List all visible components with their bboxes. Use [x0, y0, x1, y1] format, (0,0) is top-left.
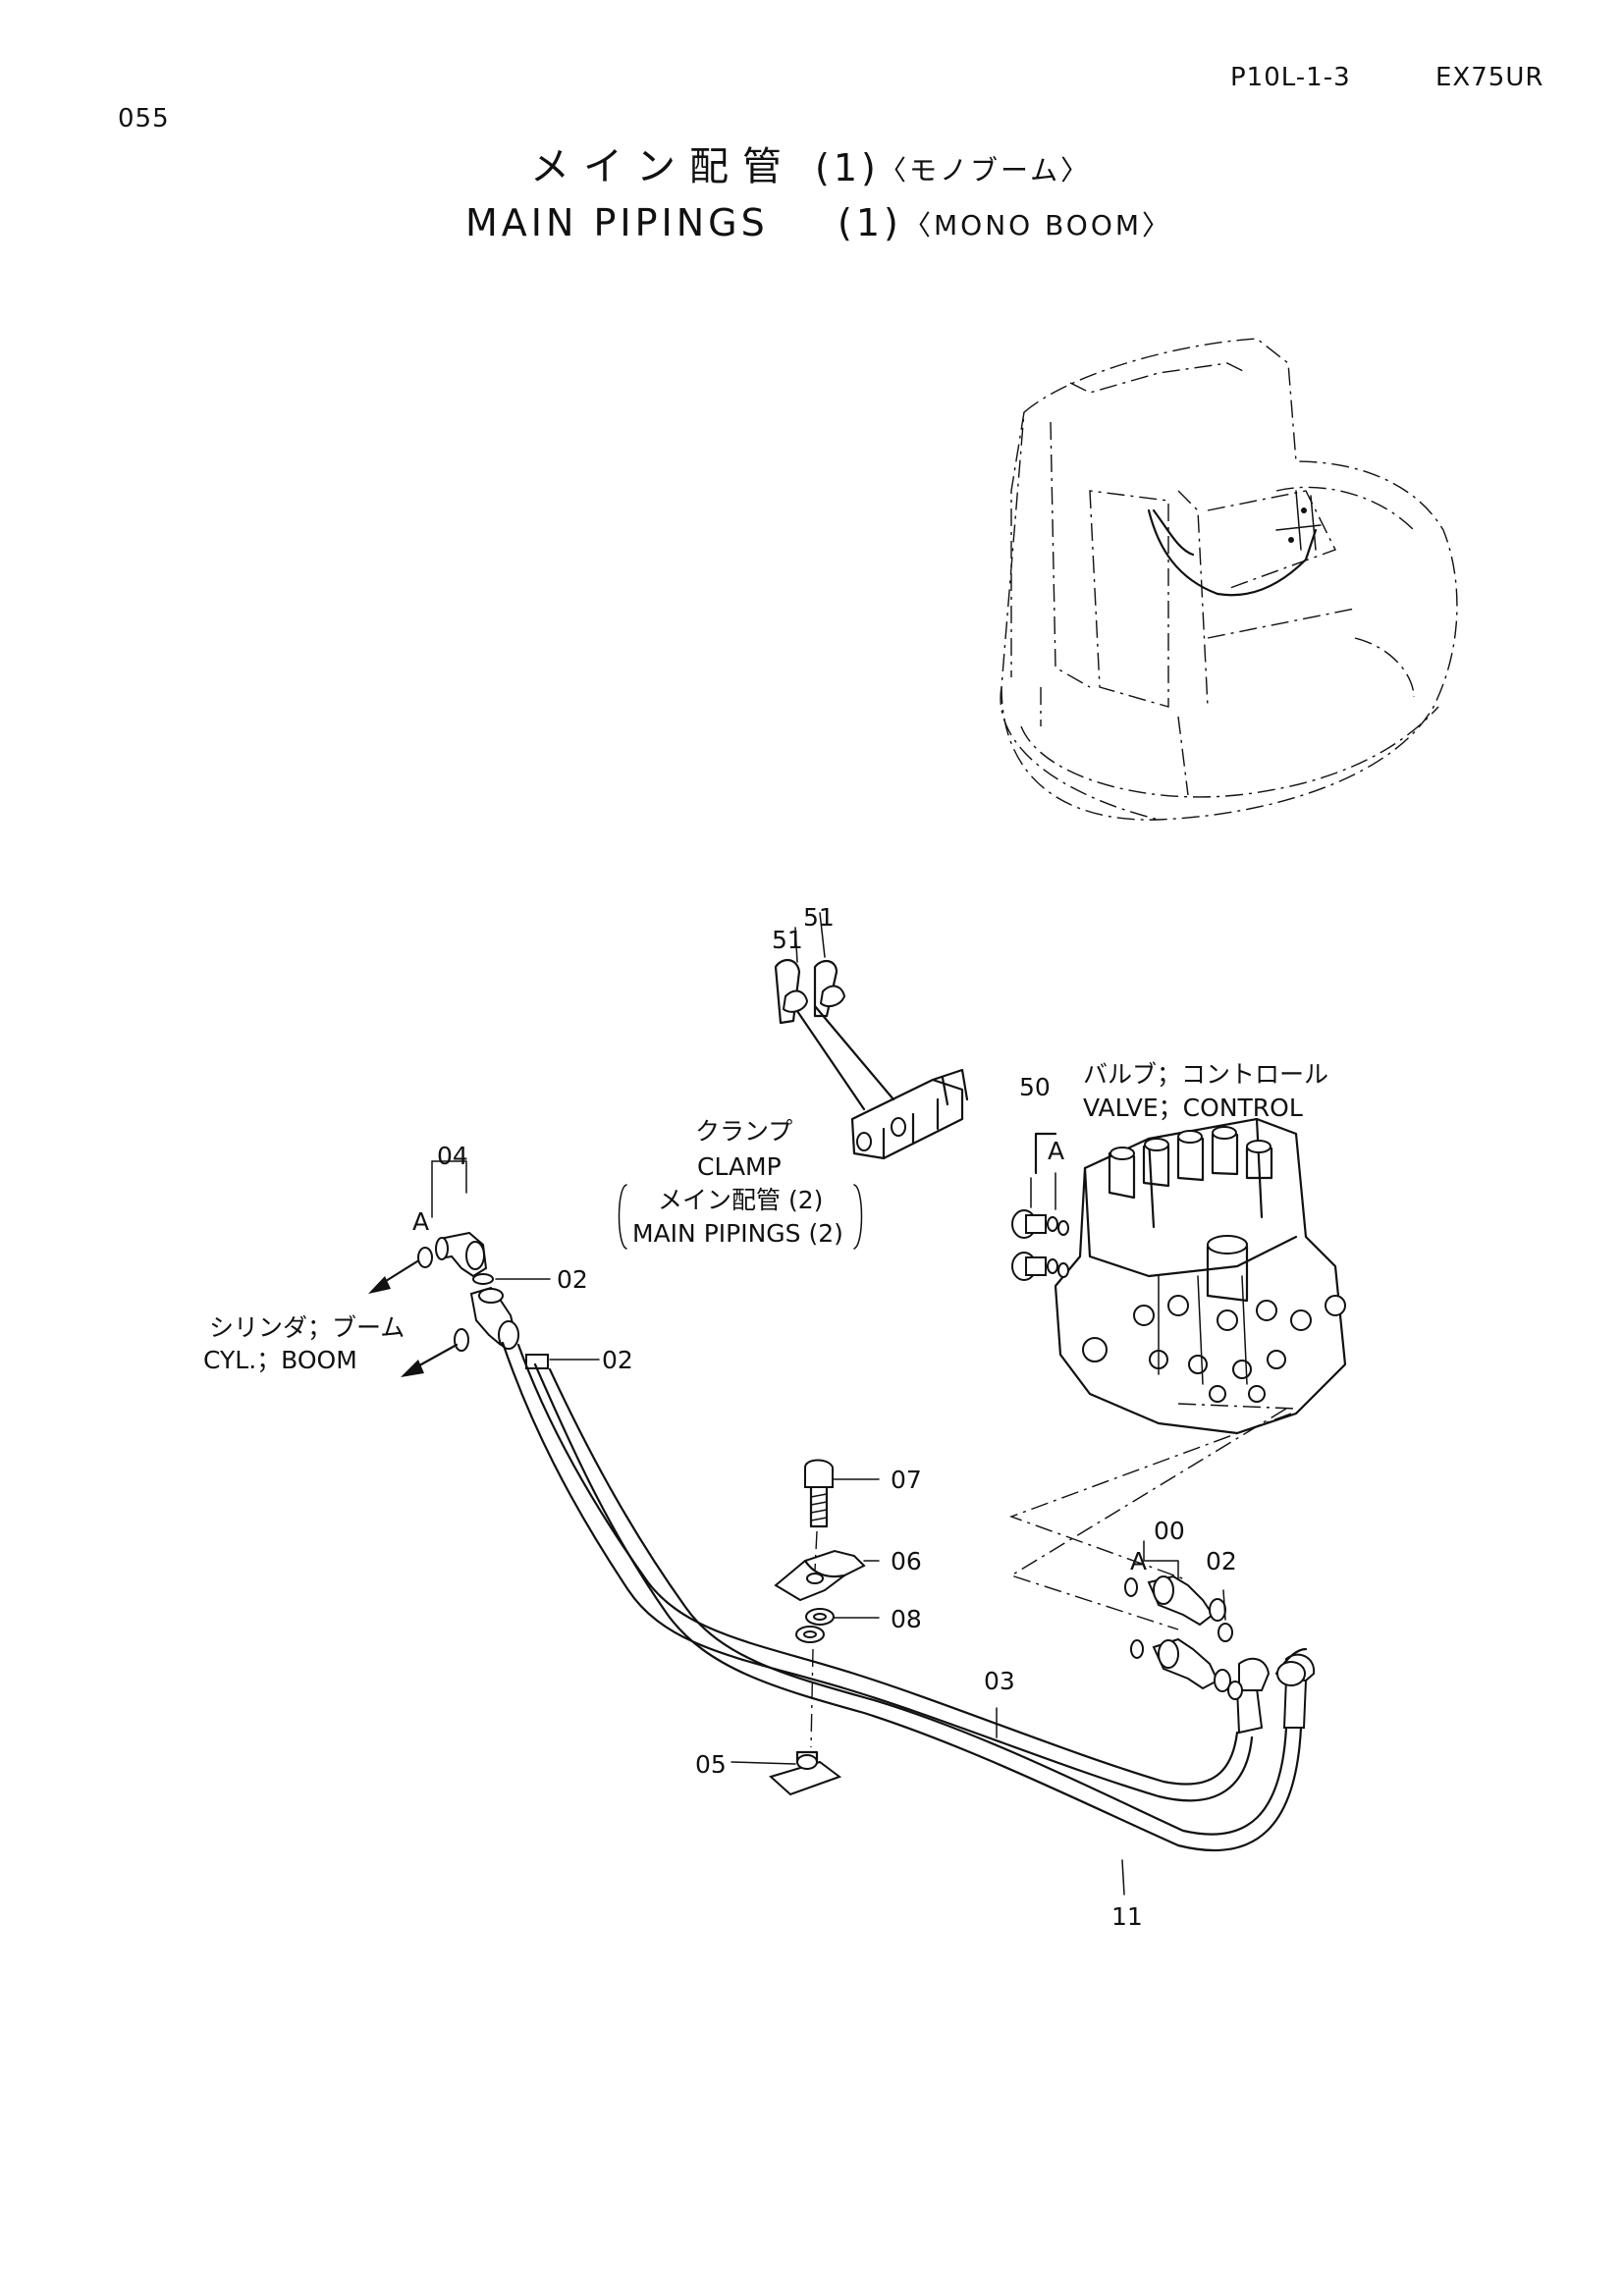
model-number: EX75UR: [1435, 63, 1544, 92]
cylinder-label-en: CYL.；BOOM: [203, 1346, 357, 1374]
clamp-51-illustration: [774, 912, 969, 1160]
main-pipings-bracket: [618, 1184, 863, 1250]
part-number-05: 05: [695, 1750, 727, 1779]
title-en-main: MAIN PIPINGS: [465, 201, 769, 244]
part-number-02-lower: 02: [602, 1346, 633, 1374]
excavator-overview-illustration: [1000, 338, 1458, 821]
bolt-clamp-assembly-illustration: [730, 1459, 880, 1796]
mark-a-00: A: [1130, 1547, 1148, 1575]
part-number-04: 04: [437, 1142, 468, 1170]
title-jp-subtitle: 〈モノブーム〉: [879, 154, 1092, 187]
elbow-04-illustration: [368, 1160, 488, 1377]
hoses-03-11-illustration: [501, 1341, 1316, 1896]
title-jp-main: メイン配管: [530, 144, 795, 189]
part-number-50: 50: [1019, 1073, 1051, 1101]
part-number-51-right: 51: [803, 903, 835, 932]
title-jp-number: (1): [815, 146, 880, 189]
part-number-03: 03: [984, 1667, 1015, 1695]
main-pipings-2-label-jp: メイン配管 (2): [658, 1186, 824, 1214]
cylinder-label-jp: シリンダ；ブーム: [209, 1313, 406, 1342]
part-number-11: 11: [1111, 1902, 1143, 1931]
plug-50-illustration: [1011, 1132, 1069, 1281]
part-number-02-upper: 02: [557, 1265, 588, 1294]
valve-label-jp: バルブ；コントロール: [1083, 1060, 1329, 1089]
valve-label-en: VALVE；CONTROL: [1083, 1094, 1303, 1122]
part-number-00: 00: [1154, 1517, 1185, 1545]
page-number: 055: [118, 104, 170, 133]
main-pipings-2-label-en: MAIN PIPINGS (2): [632, 1219, 843, 1248]
mark-a-50: A: [1048, 1137, 1065, 1165]
part-number-07: 07: [891, 1466, 922, 1494]
title-en-subtitle: 〈MONO BOOM〉: [903, 209, 1173, 241]
page-code: P10L-1-3: [1230, 63, 1351, 92]
fittings-02-upper-illustration: [469, 1273, 600, 1369]
control-valve-illustration: [1008, 1117, 1347, 1630]
mark-a-04: A: [412, 1207, 430, 1236]
part-number-02-right: 02: [1206, 1547, 1237, 1575]
title-en-number: (1): [838, 201, 902, 244]
part-number-06: 06: [891, 1547, 922, 1575]
part-number-08: 08: [891, 1605, 922, 1633]
fittings-00-02-right-illustration: [1124, 1540, 1243, 1700]
clamp-label-jp: クランプ: [695, 1117, 793, 1146]
clamp-label-en: CLAMP: [697, 1152, 782, 1181]
part-number-51-left: 51: [772, 926, 803, 954]
